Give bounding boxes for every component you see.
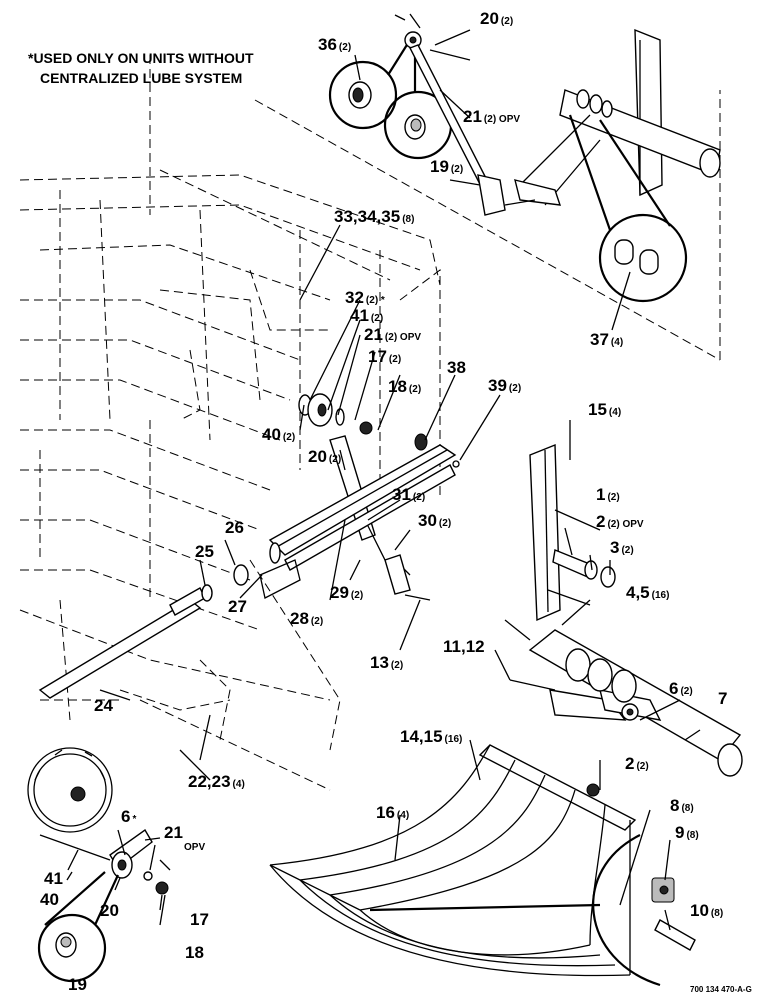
callout-6-left: 6* xyxy=(121,807,136,826)
note-line-2: CENTRALIZED LUBE SYSTEM xyxy=(40,70,242,86)
callout-32: 32(2) * xyxy=(345,288,385,307)
callout-39: 39(2) xyxy=(488,376,521,395)
callout-38: 38 xyxy=(447,358,466,377)
callout-labels: 20(2) 36(2) 21(2) OPV 19(2) 33,34,35(8) … xyxy=(40,9,727,994)
zoom-detail-37 xyxy=(568,114,688,303)
callout-21-bottom: 21 xyxy=(164,823,183,842)
callout-3: 3(2) xyxy=(610,538,634,557)
callout-40-bottom: 40 xyxy=(40,890,59,909)
callout-28: 28(2) xyxy=(290,609,323,628)
leader-lines xyxy=(66,29,701,931)
belt-assembly xyxy=(233,444,457,599)
callout-30: 30(2) xyxy=(418,511,451,530)
callout-19-bottom: 19 xyxy=(68,975,87,994)
callout-25: 25 xyxy=(195,542,214,561)
right-mount-bracket xyxy=(529,443,616,622)
upper-link-rod xyxy=(394,13,536,216)
callout-1: 1(2) xyxy=(596,485,620,504)
callout-13: 13(2) xyxy=(370,653,403,672)
callout-36: 36(2) xyxy=(318,35,351,54)
callout-21-top: 21(2) OPV xyxy=(463,107,520,126)
callout-21-mid: 21(2) OPV xyxy=(364,325,421,344)
callout-11-12: 11,12 xyxy=(443,637,485,656)
tine-assembly xyxy=(269,744,637,977)
callout-2-upper: 2(2) OPV xyxy=(596,512,644,531)
callout-19-top: 19(2) xyxy=(430,157,463,176)
callout-18-mid: 18(2) xyxy=(388,377,421,396)
drive-sprocket xyxy=(27,747,113,833)
callout-41-bottom: 41 xyxy=(44,869,63,888)
callout-22-23: 22,23(4) xyxy=(188,772,245,791)
callout-16: 16(4) xyxy=(376,803,409,822)
callout-27: 27 xyxy=(228,597,247,616)
callout-7: 7 xyxy=(718,689,727,708)
callout-14-15: 14,15(16) xyxy=(400,727,462,746)
callout-37: 37(4) xyxy=(590,330,623,349)
callout-20-top: 20(2) xyxy=(480,9,513,28)
callout-15-upper: 15(4) xyxy=(588,400,621,419)
callout-17-bottom: 17 xyxy=(190,910,209,929)
callout-10: 10(8) xyxy=(690,901,723,920)
note-line-1: *USED ONLY ON UNITS WITHOUT xyxy=(28,50,254,66)
callout-41-mid: 41(2) xyxy=(350,306,383,325)
lower-pivot-tube xyxy=(504,619,743,777)
callout-17-mid: 17(2) xyxy=(368,347,401,366)
callout-31: 31(2) xyxy=(392,485,425,504)
callout-26: 26 xyxy=(225,518,244,537)
zoom-detail-9-10 xyxy=(369,834,696,987)
callout-33-34-35: 33,34,35(8) xyxy=(334,207,414,226)
baler-frame-outline xyxy=(19,174,441,791)
callout-24: 24 xyxy=(94,696,113,715)
callout-40-mid: 40(2) xyxy=(262,425,295,444)
drawing-number: 700 134 470-A-G xyxy=(690,985,752,994)
top-separation-lines xyxy=(149,55,721,361)
callout-6-right: 6(2) xyxy=(669,679,693,698)
callout-8: 8(8) xyxy=(670,796,694,815)
callout-18-bottom: 18 xyxy=(185,943,204,962)
callout-2-lower: 2(2) xyxy=(625,754,649,773)
zoom-detail-36 xyxy=(328,39,411,130)
lower-left-hardware xyxy=(37,828,171,983)
callout-20-mid: 20(2) xyxy=(308,447,341,466)
callout-4-5: 4,5(16) xyxy=(626,583,669,602)
long-shaft xyxy=(38,584,213,699)
callout-29: 29(2) xyxy=(330,583,363,602)
callout-20-bottom: 20 xyxy=(100,901,119,920)
callout-21-bottom-qty: OPV xyxy=(184,842,205,853)
upper-bracket-assembly xyxy=(514,28,721,206)
callout-9: 9(8) xyxy=(675,823,699,842)
